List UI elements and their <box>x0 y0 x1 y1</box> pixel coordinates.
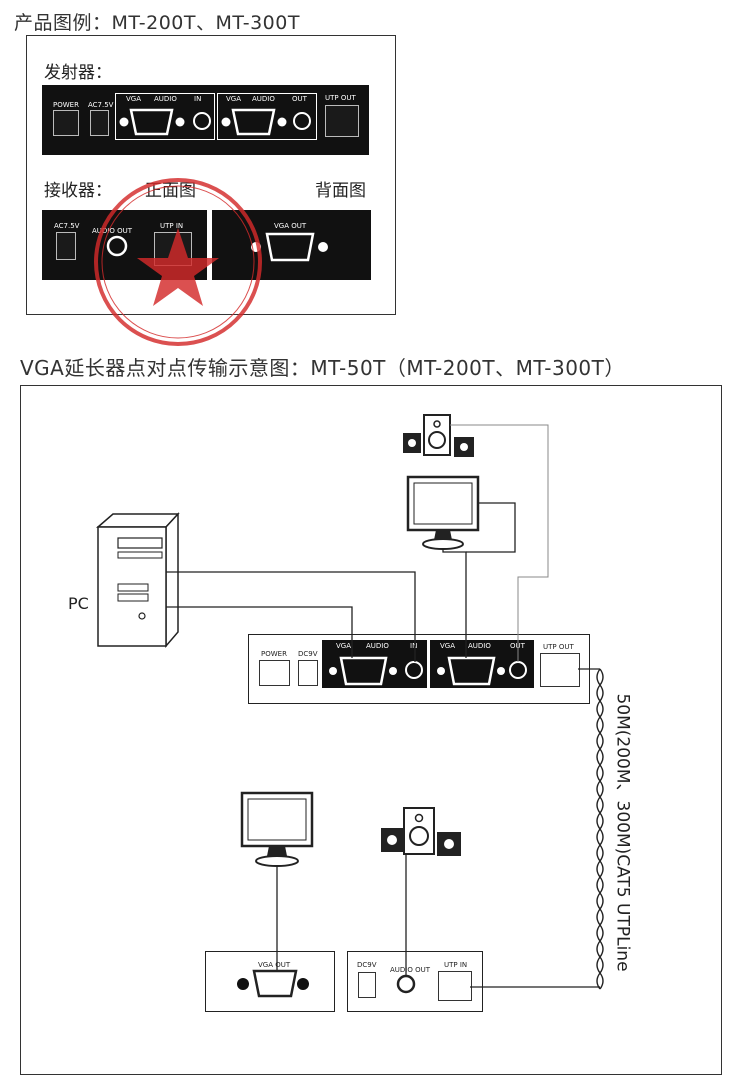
bottom-speakers-icon <box>381 807 461 856</box>
pc-label: PC <box>68 594 89 613</box>
receiver-ac-label: AC7.5V <box>54 222 80 230</box>
company-stamp <box>94 178 262 346</box>
power-label: POWER <box>53 101 79 109</box>
receiver-vga-out-label: VGA OUT <box>274 222 307 230</box>
tx-seg1-vga-label: VGA <box>336 642 352 650</box>
product-legend-title: 产品图例：MT-200T、MT-300T <box>14 12 300 34</box>
receiver-audio-out-label: AUDIO OUT <box>92 227 133 235</box>
legend-receiver-vga-connector <box>251 232 328 262</box>
tx-utp-out-port <box>540 653 580 687</box>
receiver-back-panel: VGA OUT <box>212 210 371 280</box>
rx-dc-label: DC9V <box>357 961 377 969</box>
legend-audio-jack <box>106 235 128 257</box>
ac-label: AC7.5V <box>88 101 114 109</box>
utp-out-label: UTP OUT <box>325 94 356 102</box>
vga-out-segment <box>217 93 317 140</box>
tx-seg2-out-label: OUT <box>510 642 525 650</box>
seg1-vga-label: VGA <box>126 95 142 103</box>
utp-out-port <box>325 105 359 137</box>
receiver-ac-port <box>56 232 76 260</box>
transmitter-label: 发射器： <box>44 63 112 83</box>
cat5-twisted-cable-b <box>596 668 604 990</box>
tx-seg2-vga-label: VGA <box>440 642 456 650</box>
tx-seg1-in-label: IN <box>410 642 418 650</box>
tx-dc-port <box>298 660 318 686</box>
tx-vga-in-connector <box>329 656 423 686</box>
receiver-utp-in-label: UTP IN <box>160 222 184 230</box>
rx-utp-in-label: UTP IN <box>444 961 468 969</box>
rx-utp-in-port <box>438 971 472 1001</box>
transmitter-panel: POWER AC7.5V VGA AUDIO IN VGA AUDIO OUT … <box>42 85 369 155</box>
tx-power-switch <box>259 660 290 686</box>
legend-vga-out-connector <box>221 108 311 136</box>
top-monitor-icon <box>406 475 480 550</box>
rx-vga-connector <box>237 969 309 998</box>
tx-vga-out-connector <box>437 656 527 686</box>
top-speakers-icon <box>403 414 474 457</box>
power-switch <box>53 110 79 136</box>
legend-vga-in-connector <box>119 108 211 136</box>
tx-utp-out-label: UTP OUT <box>543 643 574 651</box>
receiver-label: 接收器： <box>44 181 112 201</box>
tx-power-label: POWER <box>261 650 287 658</box>
diagram-title: VGA延长器点对点传输示意图：MT-50T（MT-200T、MT-300T） <box>20 356 625 380</box>
seg2-out-label: OUT <box>292 95 307 103</box>
pc-tower-icon <box>95 512 180 649</box>
seg1-audio-label: AUDIO <box>154 95 177 103</box>
tx-seg1-audio-label: AUDIO <box>366 642 389 650</box>
ac-port <box>90 110 109 136</box>
bottom-monitor-icon <box>240 791 314 867</box>
cables <box>166 502 600 988</box>
back-view-label: 背面图 <box>315 181 366 201</box>
rx-audio-out-label: AUDIO OUT <box>390 966 431 974</box>
tx-seg2-audio-label: AUDIO <box>468 642 491 650</box>
tx-dc-label: DC9V <box>298 650 318 658</box>
rx-vga-out-label: VGA OUT <box>258 961 291 969</box>
rx-dc-port <box>358 972 376 998</box>
rx-audio-jack <box>396 974 416 994</box>
seg2-audio-label: AUDIO <box>252 95 275 103</box>
seg2-vga-label: VGA <box>226 95 242 103</box>
vga-in-segment <box>115 93 215 140</box>
speaker-audio-cable <box>450 424 549 662</box>
seg1-in-label: IN <box>194 95 202 103</box>
